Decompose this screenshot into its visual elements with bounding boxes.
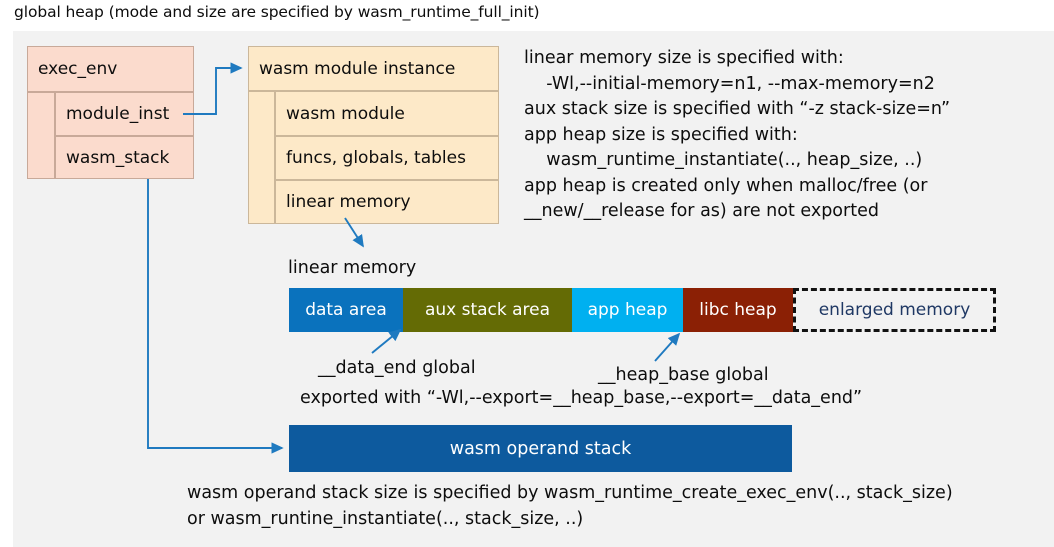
wasm-module-instance-header: wasm module instance: [248, 46, 499, 91]
memory-segment-app-heap: app heap: [572, 288, 683, 332]
memory-segment-label: data area: [305, 300, 387, 320]
module-field-wasm-module: wasm module: [275, 91, 499, 136]
linear-memory-bar-label: linear memory: [288, 258, 417, 278]
wasm-module-instance-gutter: [248, 91, 275, 224]
annotation-heap-base: __heap_base global: [598, 365, 769, 385]
annotation-data-end: __data_end global: [318, 358, 476, 378]
wasm-operand-stack-bar: wasm operand stack: [289, 425, 792, 472]
annotation-exported: exported with “-Wl,--export=__heap_base,…: [300, 388, 863, 408]
memory-segment-label: aux stack area: [424, 300, 551, 320]
wasm-operand-stack-label: wasm operand stack: [449, 438, 632, 459]
memory-segment-aux-stack-area: aux stack area: [403, 288, 572, 332]
module-field-funcs-globals-tables-label: funcs, globals, tables: [286, 148, 466, 168]
memory-segment-data-area: data area: [289, 288, 403, 332]
module-field-linear-memory: linear memory: [275, 180, 499, 224]
exec-env-header-label: exec_env: [38, 59, 118, 79]
memory-segment-label: libc heap: [699, 300, 777, 320]
exec-env-field-module-inst-label: module_inst: [66, 104, 170, 124]
exec-env-gutter: [27, 92, 55, 179]
footer-note: wasm operand stack size is specified by …: [187, 483, 953, 529]
module-field-linear-memory-label: linear memory: [286, 192, 411, 212]
exec-env-header: exec_env: [27, 46, 194, 92]
memory-segment-enlarged-memory: enlarged memory: [793, 288, 996, 332]
memory-segment-libc-heap: libc heap: [683, 288, 793, 332]
module-field-wasm-module-label: wasm module: [286, 103, 405, 124]
memory-segment-label: app heap: [587, 300, 668, 320]
wasm-module-instance-header-label: wasm module instance: [259, 58, 456, 79]
page-title: global heap (mode and size are specified…: [14, 3, 540, 21]
linear-memory-notes: linear memory size is specified with: -W…: [524, 48, 951, 221]
memory-segment-label: enlarged memory: [818, 300, 971, 320]
exec-env-field-wasm-stack-label: wasm_stack: [66, 147, 170, 168]
module-field-funcs-globals-tables: funcs, globals, tables: [275, 136, 499, 180]
linear-memory-bar: data area aux stack area app heap libc heap…: [289, 288, 996, 332]
exec-env-field-wasm-stack: wasm_stack: [55, 136, 194, 179]
exec-env-field-module-inst: module_inst: [55, 92, 194, 136]
